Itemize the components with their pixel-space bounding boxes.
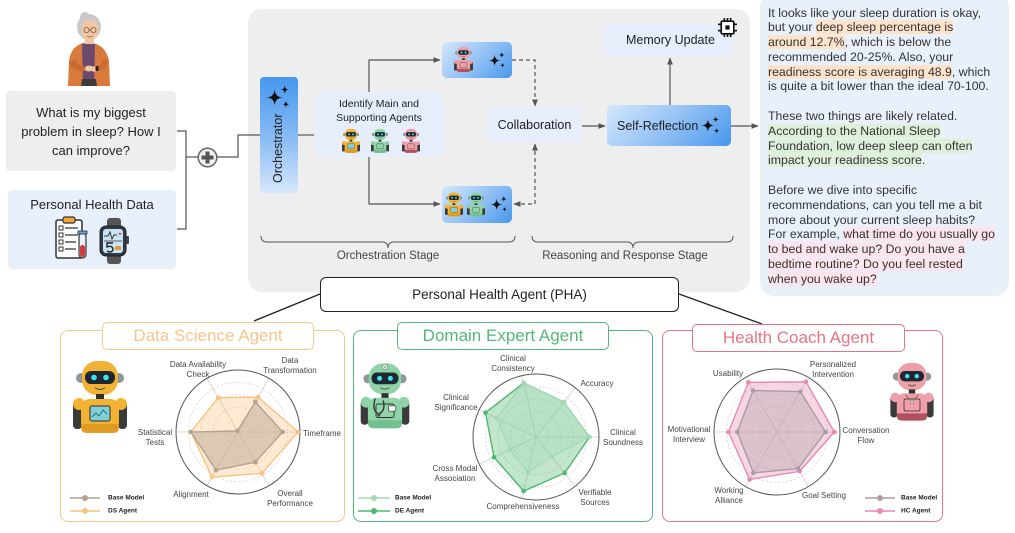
pha-label-box: Personal Health Agent (PHA) [320,277,679,312]
collaboration-label: Collaboration [497,118,572,132]
pha-to-ds-agent-line [253,293,321,322]
ds-robot-icon [70,354,130,438]
response-text: , which [951,64,991,79]
response-line: These two things are likely related. [768,109,1009,124]
question-line: What is my biggest [36,104,146,120]
input-bracket-connector [177,130,187,230]
response-line: when you wake up? [768,271,1009,287]
identify-agents-label: Identify Main and Supporting Agents [314,97,444,125]
smartwatch-icon [99,218,129,264]
response-line: Before we dive into specific [768,183,1009,198]
response-text: It looks like your sleep duration is oka… [768,5,982,20]
response-text: . [921,153,926,168]
reasoning-stage-label: Reasoning and Response Stage [542,250,708,262]
response-line: According to the National Sleep [768,123,1009,139]
response-line: to bed and wake up? Do you have a [768,242,1009,257]
response-text: more about your current sleep habits? [768,212,976,227]
ds-robot-icon [444,188,464,220]
response-line: For example, what time do you usually go [768,227,1009,242]
de-robot-icon [466,188,486,220]
question-line: problem in sleep? How I [21,123,161,139]
domain-expert-agent-title: Domain Expert Agent [397,322,609,350]
data-science-agent-title: Data Science Agent [102,322,314,350]
response-line: is quite a bit lower than the ideal 70-1… [768,79,1009,94]
response-line: around 12.7%, which is below the [768,35,1009,50]
clipboard-icon [55,216,88,259]
highlighted-text-pink: bedtime routine? Do you feel rested [768,257,963,272]
orchestration-stage-label: Orchestration Stage [336,250,440,262]
response-text: recommended 20-25%. Also, your [768,49,954,64]
agent-response-bubble: It looks like your sleep duration is oka… [760,0,1009,296]
de-robot-icon [358,354,412,436]
personal-health-data-box: Personal Health Data [8,190,176,269]
ds-robot-icon [341,127,361,154]
highlighted-text-green: Foundation, low deep sleep can often [768,138,973,153]
highlighted-text-green: impact your readiness score [768,153,922,168]
self-reflection-label: Self-Reflection [617,118,699,133]
sparkle-icon [489,195,509,214]
health-coach-agent-title: Health Coach Agent [692,324,905,352]
plus-icon [197,147,218,168]
identify-agents-box: Identify Main and Supporting Agents [314,92,444,157]
sparkle-icon [699,115,722,136]
response-paragraph: It looks like your sleep duration is oka… [768,6,1009,95]
pha-label: Personal Health Agent (PHA) [412,287,587,302]
orchestrator-label: Orchestrator [271,113,285,183]
response-text: recommendations, can you tell me a bit [768,197,982,212]
response-text: is quite a bit lower than the ideal 70-1… [768,79,989,94]
response-line: but your deep sleep percentage is [768,20,1009,35]
response-line: bedtime routine? Do you feel rested [768,257,1009,272]
response-line: Foundation, low deep sleep can often [768,138,1009,154]
response-text: For example, [768,227,844,242]
highlighted-text-orange: readiness score is averaging 48.9 [768,64,952,79]
elderly-user-illustration-icon [68,12,110,86]
highlighted-text-orange: deep sleep percentage is [815,20,954,35]
response-line: more about your current sleep habits? [768,213,1009,228]
response-line: readiness score is averaging 48.9, which [768,64,1009,80]
collaboration-box: Collaboration [487,108,582,142]
response-line: It looks like your sleep duration is oka… [768,6,1009,21]
sparkle-icon [487,51,507,70]
personal-health-data-label: Personal Health Data [30,197,154,212]
hc-robot-icon [888,354,936,428]
de-robot-icon [370,127,390,154]
pha-to-hc-agent-line [678,293,763,325]
highlighted-text-green: According to the National Sleep [768,123,941,138]
response-line: recommended 20-25%. Also, your [768,50,1009,65]
chip-icon [718,18,737,37]
response-text: but your [768,20,816,35]
highlighted-text-orange: around 12.7% [768,35,845,50]
identify-label-line: Identify Main and [339,98,419,110]
response-text: Before we dive into specific [768,183,918,198]
highlighted-text-pink: when you wake up? [768,271,877,286]
highlighted-text-pink: to bed and wake up? Do you have a [768,242,965,257]
user-question-box: What is my biggest problem in sleep? How… [6,91,176,171]
response-line: impact your readiness score. [768,153,1009,168]
highlighted-text-pink: what time do you usually go [843,227,995,242]
response-paragraph: These two things are likely related.Acco… [768,109,1009,168]
response-text: , which is below the [844,35,952,50]
supporting-agents-box [442,186,512,223]
identify-label-line: Supporting Agents [336,112,422,124]
memory-update-box: Memory Update [605,24,733,56]
self-reflection-box: Self-Reflection [607,105,731,146]
question-line: can improve? [51,142,131,158]
main-agent-box [442,42,512,78]
hc-robot-icon [401,127,421,154]
hc-robot-icon [453,43,474,75]
orchestrator-box: Orchestrator [260,77,298,193]
response-text: These two things are likely related. [768,109,958,124]
sparkle-icon [264,84,292,111]
response-line: recommendations, can you tell me a bit [768,198,1009,213]
memory-update-label: Memory Update [626,33,715,47]
